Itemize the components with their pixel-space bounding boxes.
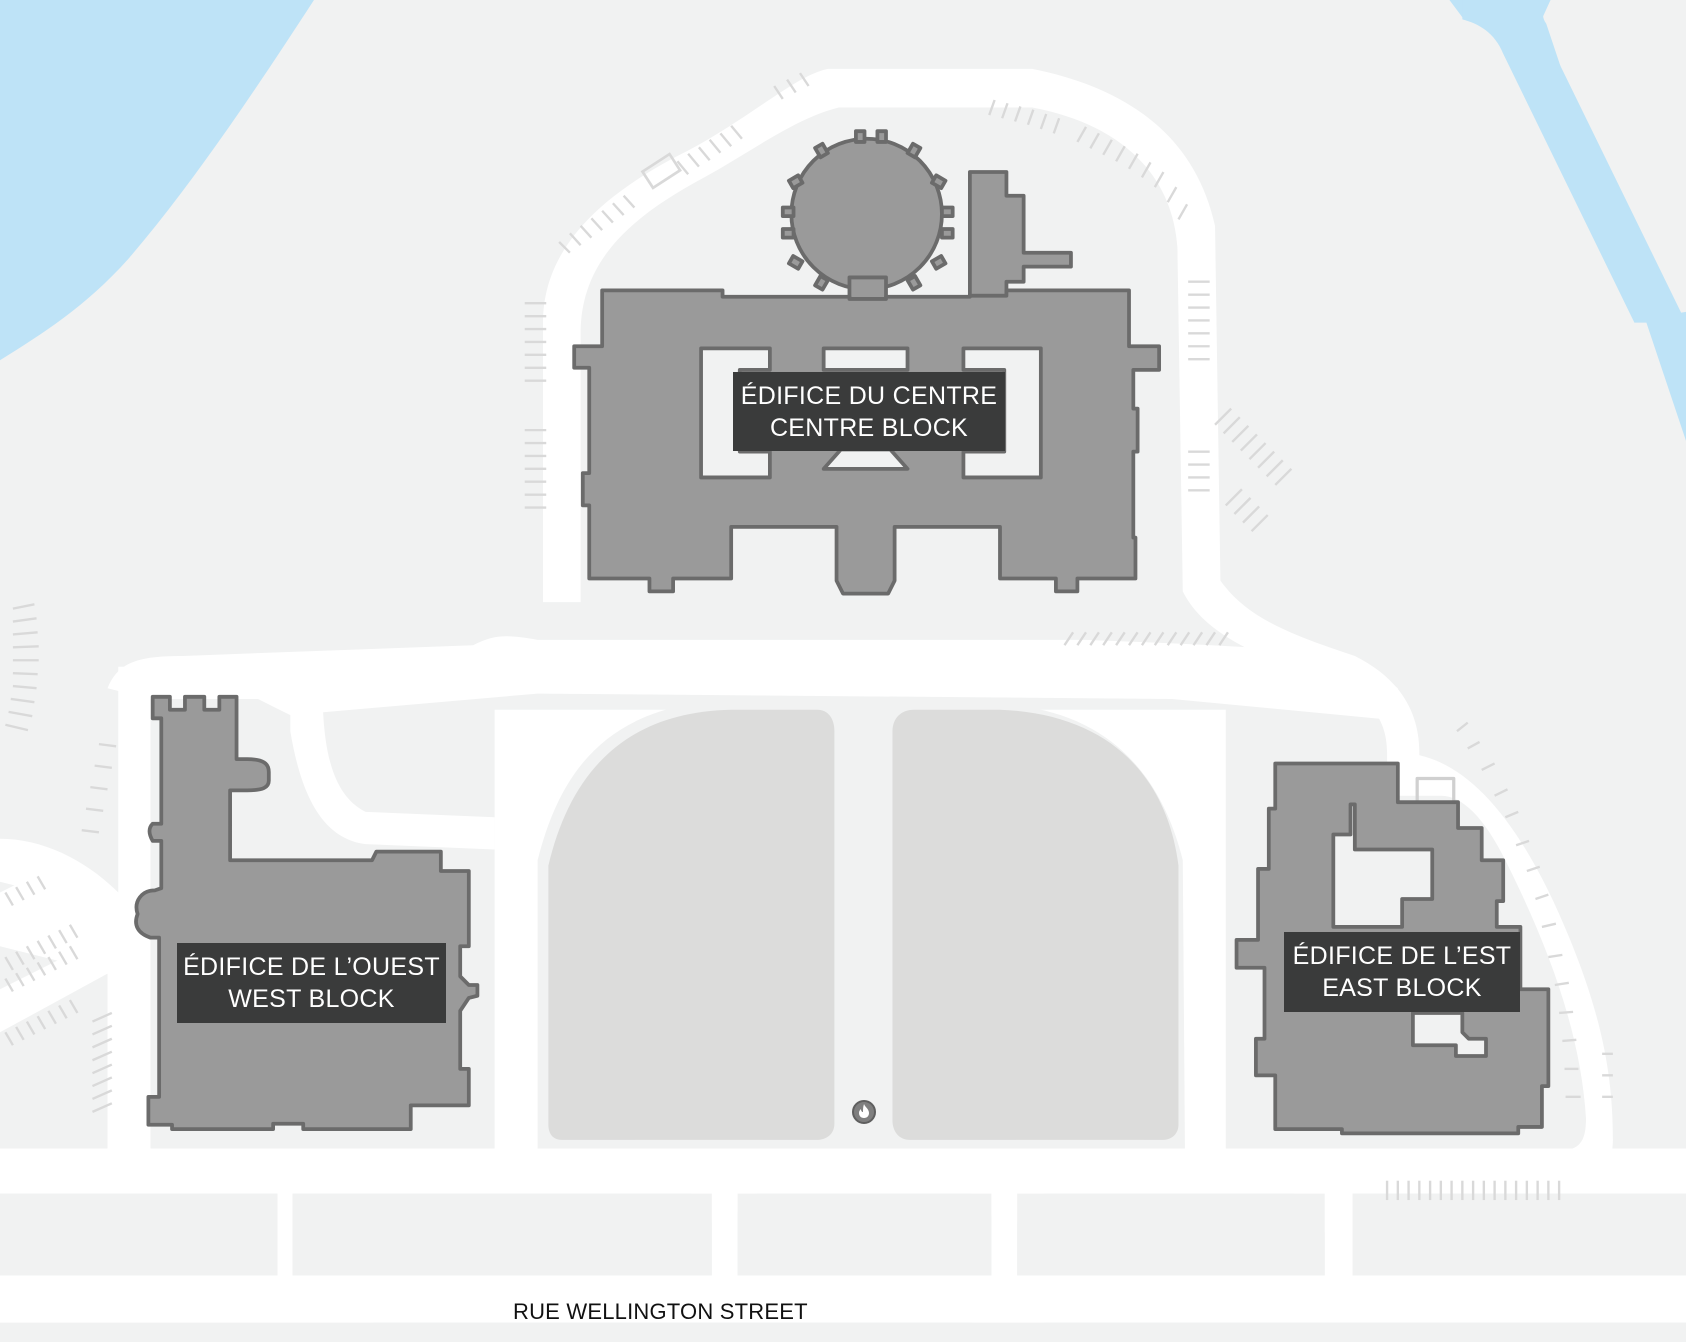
lawn-east [892, 709, 1179, 1140]
rotunda-buttresses [780, 129, 955, 292]
kiosk-outline [640, 152, 682, 190]
centre-block-label-en: CENTRE BLOCK [769, 413, 969, 442]
river-water [0, 0, 314, 361]
centennial-flame-poi[interactable] [852, 1100, 876, 1124]
library-rotunda [789, 136, 944, 292]
centre-block-label[interactable]: ÉDIFICE DU CENTRE CENTRE BLOCK [733, 372, 1005, 451]
east-block-label[interactable]: ÉDIFICE DE L’EST EAST BLOCK [1284, 932, 1520, 1012]
east-block-label-en: EAST BLOCK [1322, 974, 1482, 1002]
east-block-label-fr: ÉDIFICE DE L’EST [1292, 942, 1512, 970]
west-block-label-fr: ÉDIFICE DE L’OUEST [183, 953, 440, 981]
west-block-label[interactable]: ÉDIFICE DE L’OUEST WEST BLOCK [177, 943, 446, 1023]
west-block-label-en: WEST BLOCK [228, 985, 395, 1013]
wellington-street-label: RUE WELLINGTON STREET [513, 1299, 808, 1324]
parking-stripes [4, 72, 1613, 1201]
city-blocks [0, 1193, 1686, 1342]
centre-block-label-fr: ÉDIFICE DU CENTRE [740, 381, 998, 410]
flame-icon [858, 1104, 870, 1120]
lawn-area [537, 704, 1185, 1149]
canal-water-body [1462, 0, 1686, 323]
lawn-west [548, 709, 835, 1140]
